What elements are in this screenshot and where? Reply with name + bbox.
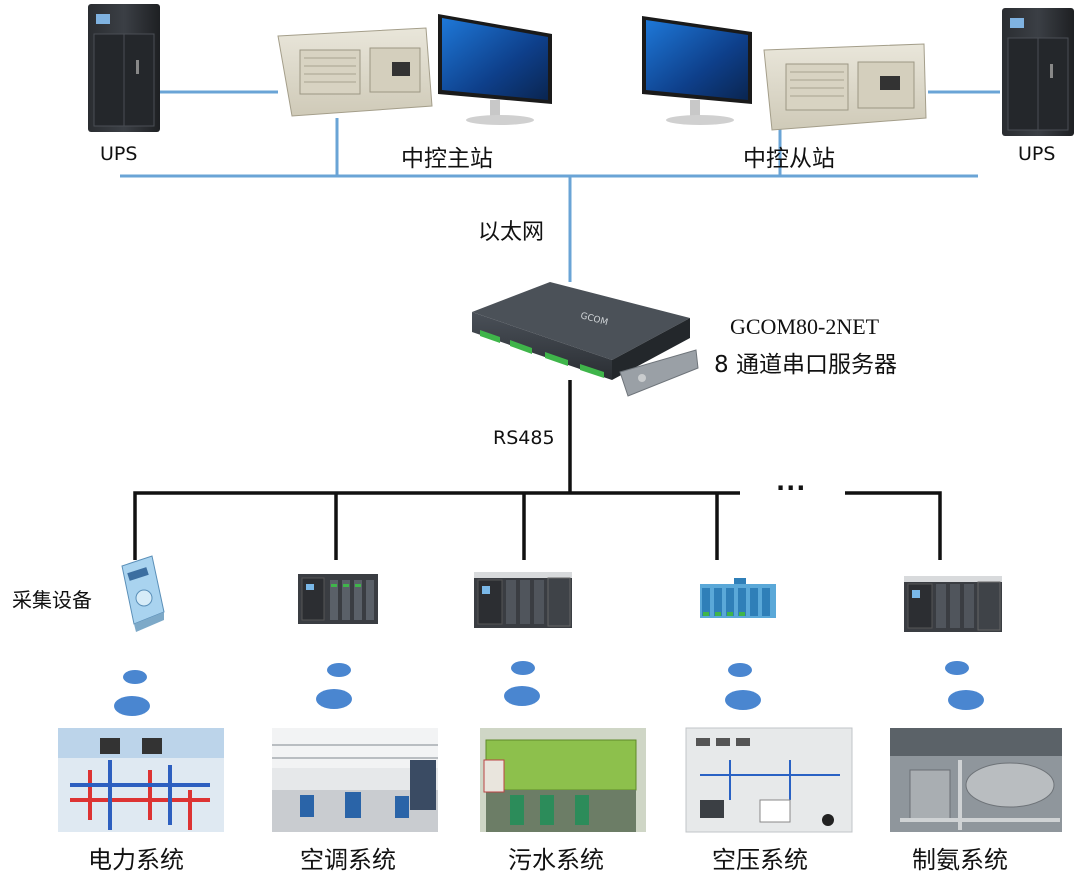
rs485-bus-left (133, 491, 740, 560)
wireless-dot (728, 663, 752, 677)
ups-left-icon (88, 4, 160, 132)
master-station-label: 中控主站 (401, 146, 493, 172)
acq-device-2-icon (298, 574, 378, 624)
hvac-system-photo (272, 728, 438, 832)
wireless-dots (114, 661, 984, 716)
system-label-ammonia: 制氨系统 (912, 846, 1008, 874)
system-label-power: 电力系统 (88, 846, 184, 874)
slave-ipc-icon (763, 43, 927, 131)
rs485-bus-right (845, 491, 942, 560)
system-label-compressed-air: 空压系统 (712, 846, 808, 874)
wireless-dot (948, 690, 984, 710)
sewage-system-photo (480, 728, 646, 832)
ethernet-lines (120, 90, 1000, 282)
wireless-dot (945, 661, 969, 675)
master-ipc-icon (277, 27, 433, 117)
server-desc-label: 8 通道串口服务器 (714, 352, 897, 378)
wireless-dot (316, 689, 352, 709)
wireless-dot (511, 661, 535, 675)
rs485-lines (133, 380, 942, 560)
slave-monitor-icon (642, 16, 752, 125)
ellipsis-label: ··· (776, 474, 807, 502)
serial-server-icon: GCOM (472, 282, 699, 397)
terminal-blocks (480, 330, 604, 378)
ups-right-label: UPS (1018, 143, 1056, 165)
slave-station-label: 中控从站 (743, 146, 835, 172)
ammonia-system-photo (890, 728, 1062, 832)
wireless-dot (123, 670, 147, 684)
wireless-dot (725, 690, 761, 710)
ethernet-label: 以太网 (478, 220, 545, 245)
system-label-sewage: 污水系统 (508, 846, 604, 874)
wireless-dot (327, 663, 351, 677)
ups-right-icon (1002, 8, 1074, 136)
acq-device-3-icon (474, 572, 572, 628)
acq-device-4-icon (700, 578, 776, 618)
wireless-dot (504, 686, 540, 706)
rs485-label: RS485 (493, 427, 555, 449)
system-label-hvac: 空调系统 (300, 846, 396, 874)
acq-device-label: 采集设备 (12, 588, 92, 612)
master-monitor-icon (438, 14, 552, 125)
wireless-dot (114, 696, 150, 716)
acq-device-1-icon (121, 555, 165, 632)
ups-left-label: UPS (100, 143, 138, 165)
compressed-air-system-photo (685, 727, 853, 833)
power-system-photo (58, 728, 224, 832)
server-model-label: GCOM80-2NET (730, 314, 880, 339)
acq-device-5-icon (904, 576, 1002, 632)
